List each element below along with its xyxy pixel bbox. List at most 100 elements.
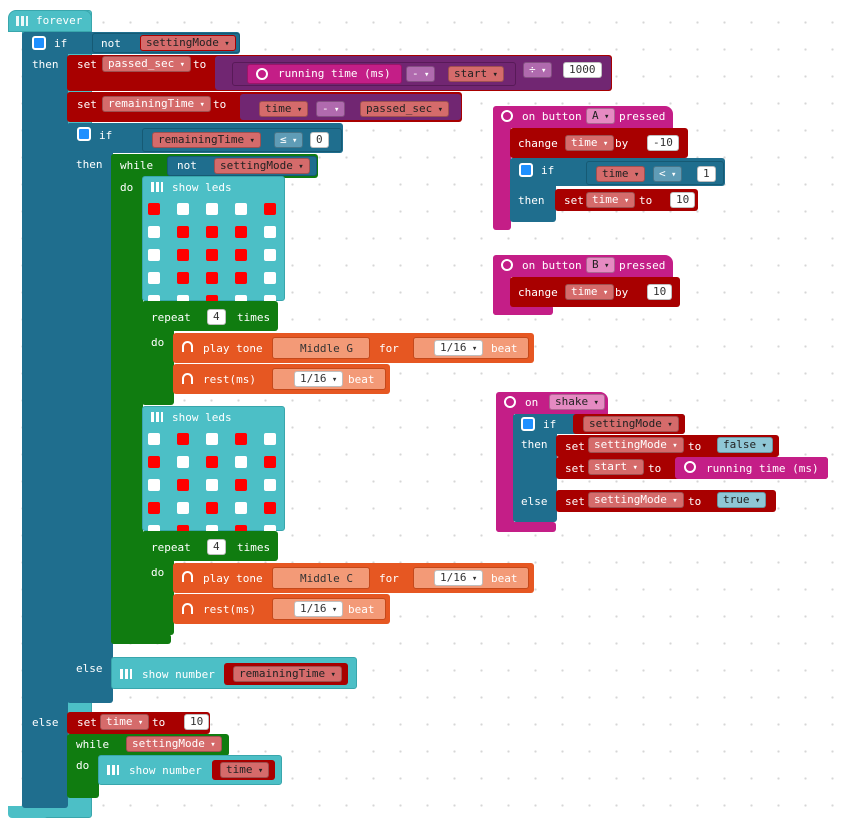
led-on[interactable] (148, 456, 160, 468)
led-off[interactable] (177, 203, 189, 215)
variable-dropdown[interactable]: passed_sec (102, 56, 192, 72)
if-block[interactable] (67, 123, 113, 703)
number-field[interactable]: 0 (310, 132, 329, 148)
variable-dropdown[interactable]: start (588, 459, 644, 475)
led-on[interactable] (206, 249, 218, 261)
on-button-a-block[interactable] (493, 106, 511, 230)
variable-dropdown[interactable]: time (100, 714, 150, 730)
note-value[interactable]: Middle C (300, 572, 353, 585)
led-on[interactable] (235, 226, 247, 238)
number-field[interactable]: 10 (184, 714, 210, 730)
operator-dropdown[interactable]: ÷ (523, 62, 553, 78)
variable-dropdown[interactable]: start (448, 66, 504, 82)
button-dropdown[interactable]: A (586, 108, 616, 124)
led-off[interactable] (148, 272, 160, 284)
while-block[interactable] (111, 154, 143, 644)
led-on[interactable] (148, 203, 160, 215)
led-off[interactable] (264, 479, 276, 491)
led-on[interactable] (148, 502, 160, 514)
note-value[interactable]: Middle G (300, 342, 353, 355)
number-field[interactable]: -10 (647, 135, 679, 151)
led-off[interactable] (177, 456, 189, 468)
running-time-block[interactable] (247, 64, 402, 84)
led-off[interactable] (206, 203, 218, 215)
led-off[interactable] (235, 456, 247, 468)
operator-dropdown[interactable]: - (406, 66, 436, 82)
variable-dropdown[interactable]: settingMode (588, 437, 684, 453)
led-off[interactable] (148, 226, 160, 238)
note-block[interactable] (272, 567, 370, 589)
variable-dropdown[interactable]: settingMode (214, 158, 310, 174)
variable-dropdown[interactable]: remainingTime (233, 666, 342, 682)
number-field[interactable]: 1000 (563, 62, 602, 78)
variable-dropdown[interactable]: passed_sec (360, 101, 450, 117)
led-on[interactable] (206, 456, 218, 468)
forever-hat[interactable] (8, 10, 92, 32)
led-grid[interactable] (148, 203, 276, 307)
led-on[interactable] (177, 433, 189, 445)
led-on[interactable] (177, 249, 189, 261)
led-on[interactable] (177, 226, 189, 238)
boolean-dropdown[interactable]: true (717, 492, 767, 508)
gear-icon[interactable] (77, 127, 91, 141)
beat-dropdown[interactable]: 1/16 (294, 371, 344, 387)
variable-dropdown[interactable]: time (259, 101, 309, 117)
gear-icon[interactable] (521, 417, 535, 431)
number-field[interactable]: 10 (647, 284, 673, 300)
beat-dropdown[interactable]: 1/16 (294, 601, 344, 617)
led-on[interactable] (264, 203, 276, 215)
led-off[interactable] (148, 433, 160, 445)
number-field[interactable]: 4 (207, 309, 226, 325)
note-block[interactable] (272, 337, 370, 359)
variable-dropdown[interactable]: remainingTime (152, 132, 261, 148)
variable-dropdown[interactable]: time (220, 762, 270, 778)
led-on[interactable] (235, 479, 247, 491)
led-on[interactable] (177, 479, 189, 491)
gear-icon[interactable] (519, 163, 533, 177)
led-off[interactable] (206, 433, 218, 445)
variable-dropdown[interactable]: time (565, 284, 615, 300)
if-block[interactable] (22, 32, 68, 808)
led-on[interactable] (264, 502, 276, 514)
operator-dropdown[interactable]: < (653, 166, 683, 182)
variable-dropdown[interactable]: time (596, 166, 646, 182)
button-dropdown[interactable]: B (586, 257, 616, 273)
variable-dropdown[interactable]: time (565, 135, 615, 151)
led-off[interactable] (264, 272, 276, 284)
on-shake-block[interactable] (496, 392, 514, 532)
variable-dropdown[interactable]: settingMode (588, 492, 684, 508)
gesture-dropdown[interactable]: shake (549, 394, 605, 410)
led-off[interactable] (264, 433, 276, 445)
variable-dropdown[interactable]: time (586, 192, 636, 208)
variable-dropdown[interactable]: remainingTime (102, 96, 211, 112)
variable-dropdown[interactable]: settingMode (140, 35, 236, 51)
operator-dropdown[interactable]: - (316, 101, 346, 117)
number-field[interactable]: 10 (670, 192, 696, 208)
beat-dropdown[interactable]: 1/16 (434, 340, 484, 356)
led-off[interactable] (235, 502, 247, 514)
boolean-dropdown[interactable]: false (717, 437, 773, 453)
number-field[interactable]: 4 (207, 539, 226, 555)
led-on[interactable] (235, 433, 247, 445)
led-off[interactable] (264, 226, 276, 238)
led-off[interactable] (235, 203, 247, 215)
led-on[interactable] (206, 226, 218, 238)
number-field[interactable]: 1 (697, 166, 716, 182)
led-on[interactable] (264, 456, 276, 468)
led-on[interactable] (235, 249, 247, 261)
led-grid[interactable] (148, 433, 276, 537)
led-off[interactable] (148, 249, 160, 261)
variable-dropdown[interactable]: settingMode (126, 736, 222, 752)
beat-dropdown[interactable]: 1/16 (434, 570, 484, 586)
on-button-a-header[interactable] (493, 106, 673, 128)
led-on[interactable] (235, 272, 247, 284)
operator-dropdown[interactable]: ≤ (274, 132, 304, 148)
variable-dropdown[interactable]: settingMode (583, 416, 679, 432)
led-off[interactable] (148, 479, 160, 491)
on-button-b-header[interactable] (493, 255, 673, 277)
led-on[interactable] (206, 502, 218, 514)
running-time-block[interactable] (675, 457, 828, 479)
led-on[interactable] (206, 272, 218, 284)
led-off[interactable] (177, 502, 189, 514)
gear-icon[interactable] (32, 36, 46, 50)
